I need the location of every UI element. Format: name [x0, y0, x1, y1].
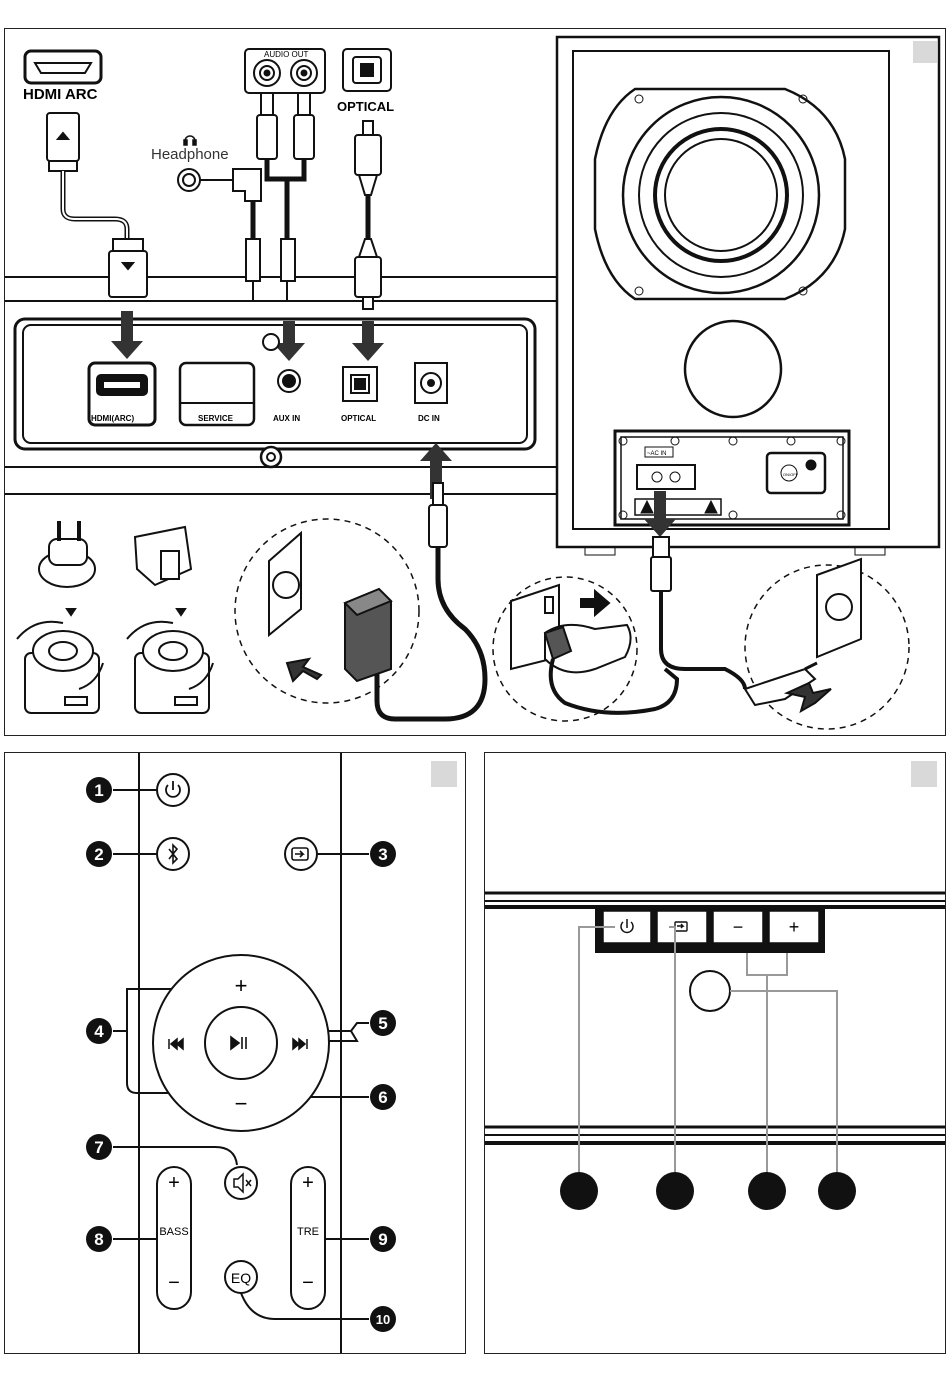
callout-5: 5 [378, 1014, 387, 1033]
figure-marker-c [911, 761, 937, 787]
treble-up-button[interactable]: + [302, 1172, 314, 1194]
eq-label: EQ [231, 1270, 251, 1286]
headphone-label: Headphone [151, 146, 229, 163]
volume-down-button[interactable]: − [235, 1091, 248, 1116]
callout-9: 9 [378, 1230, 387, 1249]
bass-up-button[interactable]: + [168, 1172, 180, 1194]
callout-3: 3 [378, 845, 387, 864]
figure-marker-b [431, 761, 457, 787]
switch-label: ON/OFF [783, 472, 799, 477]
headphone-icon [184, 136, 196, 145]
callout-6: 6 [378, 1088, 387, 1107]
bass-label: BASS [159, 1226, 188, 1238]
subwoofer [557, 37, 939, 555]
port-hdmi-label: HDMI(ARC) [91, 414, 134, 423]
plug-adapters [17, 521, 213, 713]
remote-bluetooth-button[interactable] [157, 838, 189, 870]
hdmi-arc-label: HDMI ARC [23, 86, 98, 103]
ir-sensor [690, 971, 730, 1011]
port-dc-label: DC IN [418, 414, 440, 423]
panel-source-button[interactable] [657, 911, 707, 943]
panel-callout-markers [560, 1172, 856, 1210]
remote-diagram: 1 2 3 4 5 6 7 8 9 10 + − [5, 753, 465, 1353]
rca-cable [257, 93, 314, 301]
panel-plus-label: + [789, 917, 800, 937]
bass-down-button[interactable]: − [168, 1272, 180, 1294]
headphone-jack-cable [178, 169, 261, 301]
optical-port-icon [343, 49, 391, 91]
insert-arrows [111, 311, 452, 499]
callout-7: 7 [94, 1138, 103, 1157]
ac-in-label: ~AC IN [647, 451, 667, 457]
callout-10: 10 [376, 1312, 390, 1327]
optical-cable [355, 121, 381, 309]
audio-out-label: AUDIO OUT [264, 50, 309, 59]
port-optical-label: OPTICAL [341, 414, 376, 423]
callout-1: 1 [94, 781, 103, 800]
hdmi-cable [47, 113, 147, 297]
wall-socket-adapter [235, 519, 419, 703]
treble-label: TRE [297, 1226, 319, 1238]
eu-plug-scene [745, 559, 909, 729]
connection-panel: HDMI ARC AUDIO OUT OPTICAL [4, 28, 946, 736]
optical-label: OPTICAL [337, 99, 394, 114]
remote-source-button[interactable] [285, 838, 317, 870]
port-aux-label: AUX IN [273, 414, 300, 423]
callout-8: 8 [94, 1230, 103, 1249]
remote-power-button[interactable] [157, 774, 189, 806]
dc-power-cable [377, 483, 485, 719]
volume-up-button[interactable]: + [235, 973, 248, 998]
connection-diagram: HDMI ARC AUDIO OUT OPTICAL [5, 29, 945, 735]
uk-plug-scene [493, 577, 677, 721]
soundbar-ports [89, 334, 447, 467]
soundbar-buttons-panel: − + [484, 752, 946, 1354]
treble-down-button[interactable]: − [302, 1272, 314, 1294]
callout-2: 2 [94, 845, 103, 864]
soundbar-top-diagram: − + [485, 753, 945, 1353]
remote-control-panel: 1 2 3 4 5 6 7 8 9 10 + − [4, 752, 466, 1354]
port-service-label: SERVICE [198, 414, 234, 423]
callout-4: 4 [94, 1022, 104, 1041]
panel-minus-label: − [733, 917, 744, 937]
figure-marker-a [913, 41, 937, 63]
remote-mute-button[interactable] [225, 1167, 257, 1199]
hdmi-port-icon [25, 51, 101, 83]
